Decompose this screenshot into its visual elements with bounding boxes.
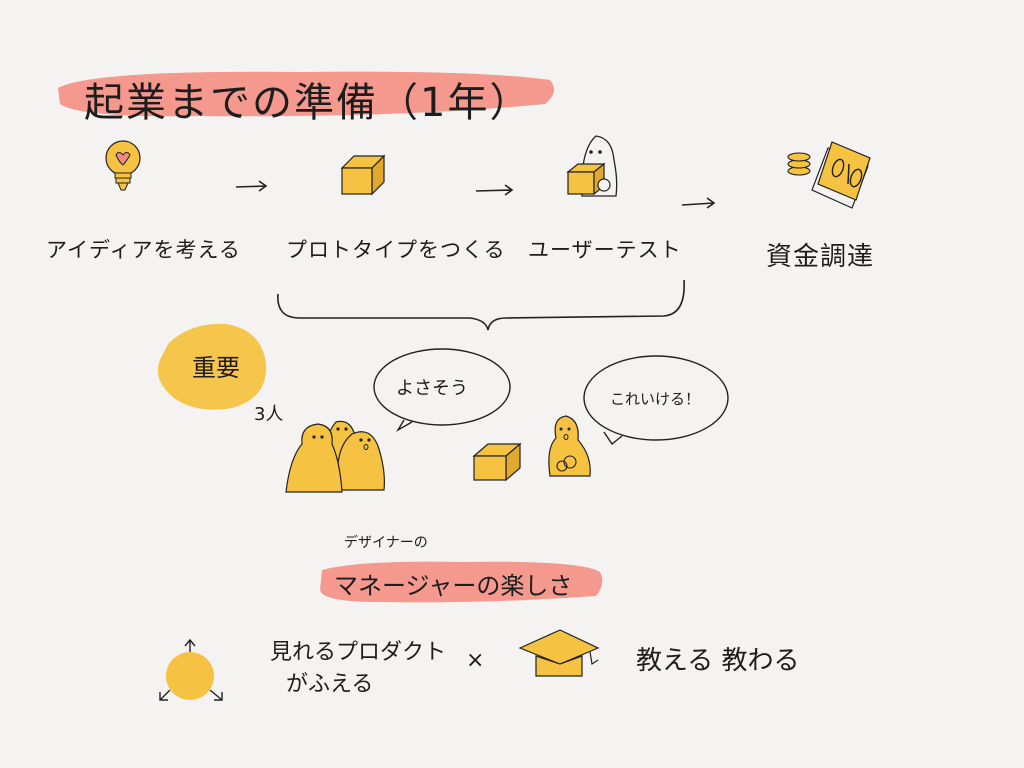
step-label-idea: アイディアを考える xyxy=(46,238,241,262)
person-with-box-icon xyxy=(566,135,618,197)
title-highlight xyxy=(58,71,554,117)
graduation-cap-icon xyxy=(518,629,600,677)
bubble-right-text: これいける！ xyxy=(610,390,701,408)
three-people-icon xyxy=(285,420,385,493)
arrow-1 xyxy=(235,180,268,192)
test-box-icon xyxy=(472,442,522,482)
lightbulb-icon xyxy=(105,140,141,191)
important-badge-blob xyxy=(157,323,267,410)
money-icon xyxy=(787,141,871,209)
people-count: 3人 xyxy=(254,404,284,425)
item1-line2: がふえる xyxy=(286,672,374,697)
item2-text: 教える 教わる xyxy=(636,646,800,676)
brace xyxy=(277,279,685,331)
section2-annotation: デザイナーの xyxy=(344,535,428,551)
step-label-user-test: ユーザーテスト xyxy=(528,238,682,262)
box-icon xyxy=(340,154,386,196)
expand-products-icon xyxy=(159,638,223,701)
user-person-icon xyxy=(548,415,591,477)
speech-bubble-left xyxy=(373,348,511,426)
speech-bubble-right xyxy=(583,355,729,441)
step-label-funding: 資金調達 xyxy=(766,242,875,272)
page-title: 起業までの準備（1年） xyxy=(84,80,532,126)
arrow-2 xyxy=(475,184,514,196)
item1-line1: 見れるプロダクト xyxy=(270,640,447,665)
important-badge: 重要 xyxy=(192,354,240,382)
times-symbol: × xyxy=(466,648,485,673)
bubble-left-text: よさそう xyxy=(396,378,468,399)
step-label-prototype: プロトタイプをつくる xyxy=(286,238,506,262)
section2-title: マネージャーの楽しさ xyxy=(334,572,573,600)
arrow-3 xyxy=(681,197,716,209)
section2-highlight xyxy=(320,561,603,603)
